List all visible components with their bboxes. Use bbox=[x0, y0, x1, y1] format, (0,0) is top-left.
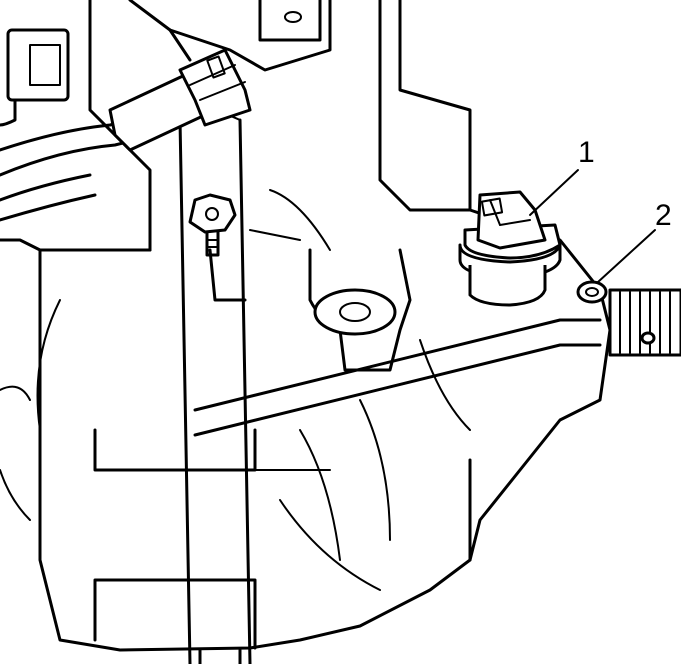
lower-ribs bbox=[93, 399, 391, 591]
callout-leader-1 bbox=[529, 169, 579, 216]
wiring-harness bbox=[0, 28, 137, 222]
harness-connector-block bbox=[6, 28, 70, 102]
output-shaft bbox=[608, 288, 681, 357]
top-bracket bbox=[128, 0, 472, 212]
vertical-rib bbox=[178, 111, 252, 664]
callout-leaders bbox=[529, 169, 656, 283]
callout-number-2: 2 bbox=[655, 199, 672, 232]
center-boss bbox=[249, 189, 412, 372]
mounting-bolt bbox=[188, 193, 237, 257]
diagonal-strap bbox=[193, 318, 602, 437]
electrical-connector bbox=[108, 48, 252, 152]
callout-leader-2 bbox=[597, 229, 656, 283]
callout-number-1: 1 bbox=[578, 136, 595, 169]
speed-sensor bbox=[458, 190, 562, 307]
retaining-bolt-hole bbox=[576, 280, 608, 304]
gearbox-housing bbox=[0, 0, 612, 664]
